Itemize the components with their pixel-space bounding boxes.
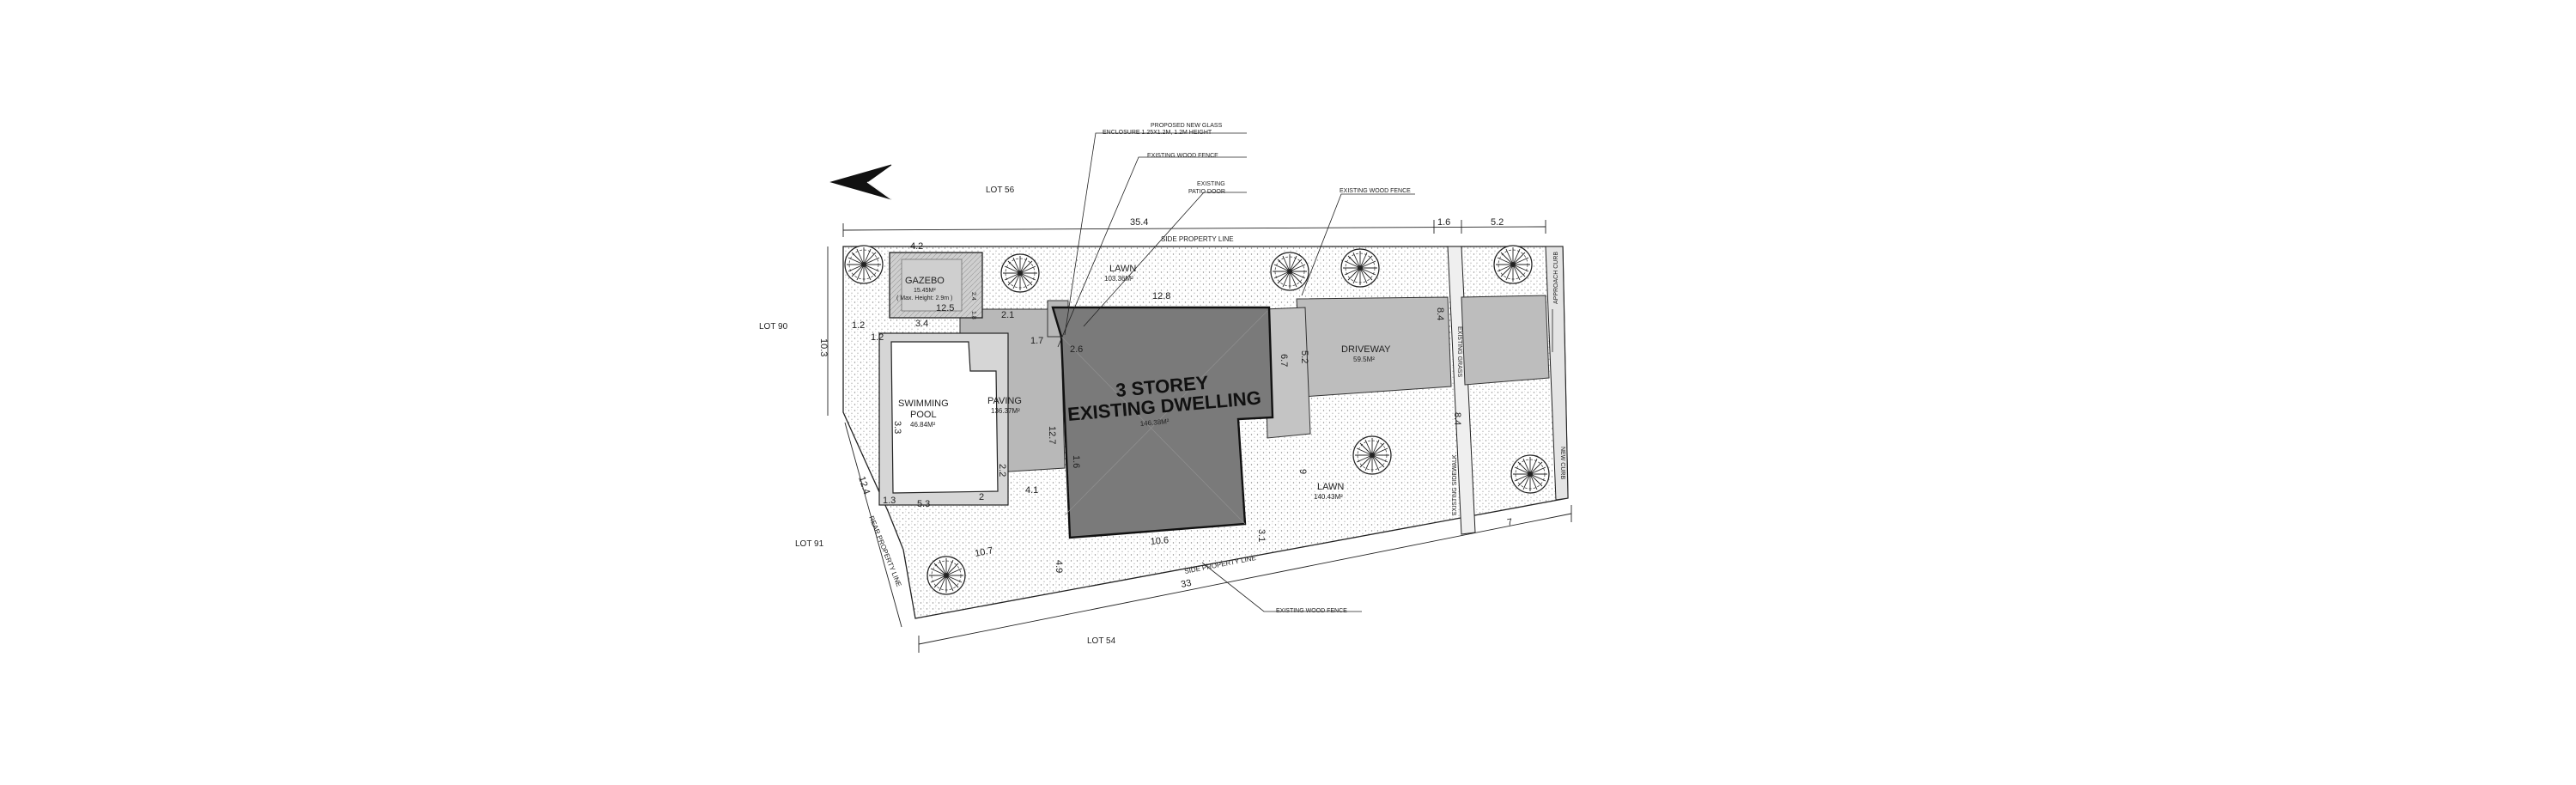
gazebo-inner bbox=[901, 259, 963, 312]
annotation-leaders bbox=[1057, 132, 1553, 612]
approach-curb-strip bbox=[1545, 246, 1569, 501]
pool-area: 46.84M² bbox=[910, 421, 936, 429]
dim-1-3: 1.3 bbox=[883, 496, 896, 506]
tree-icon bbox=[1352, 435, 1392, 475]
dimension-bottom bbox=[918, 505, 1572, 653]
note-approach-curb: APPROACH CURB bbox=[1553, 252, 1559, 304]
dwelling-area: 146.38M² bbox=[1139, 417, 1170, 428]
lawn-bottom-name: LAWN bbox=[1317, 482, 1344, 492]
note-glass-enclosure-2: ENCLOSURE 1.25X1.2M, 1.2M HEIGHT bbox=[1103, 130, 1212, 136]
dim-gazebo-w: 4.2 bbox=[910, 241, 923, 252]
paving-name: PAVING bbox=[987, 396, 1022, 406]
lot-label-bottom: LOT 54 bbox=[1087, 636, 1116, 646]
dim-5-2: 5.2 bbox=[1299, 350, 1309, 363]
dim-3-3: 3.3 bbox=[892, 421, 902, 434]
driveway-area: 59.5M² bbox=[1353, 356, 1375, 363]
dim-top-2: 5.2 bbox=[1491, 217, 1504, 228]
dim-1-6b: 1.6 bbox=[1071, 455, 1081, 468]
side-property-line-top: SIDE PROPERTY LINE bbox=[1161, 235, 1234, 243]
dim-10-6: 10.6 bbox=[1150, 535, 1169, 547]
tree-icon bbox=[1510, 454, 1550, 494]
dim-top-length: 35.4 bbox=[1130, 217, 1148, 228]
tree-icon bbox=[844, 245, 884, 284]
dim-top-1: 1.6 bbox=[1437, 217, 1450, 228]
dim-gz-a: 2.4 bbox=[970, 292, 976, 301]
tree-icon bbox=[1000, 253, 1040, 293]
dim-2-2: 2.2 bbox=[997, 464, 1007, 477]
dim-2: 2 bbox=[979, 492, 984, 502]
lot-label-left-lower: LOT 91 bbox=[795, 539, 824, 549]
lawn-top-area: 103.36M² bbox=[1104, 275, 1133, 283]
dim-9: 9 bbox=[1297, 469, 1308, 474]
dim-gazebo-d: 12.5 bbox=[936, 303, 954, 313]
dim-8-4-a: 8.4 bbox=[1435, 307, 1445, 320]
dim-6-7: 6.7 bbox=[1279, 354, 1289, 367]
dimension-top bbox=[842, 220, 1546, 237]
tree-icon bbox=[1493, 245, 1533, 284]
dim-bottom-7: 7 bbox=[1506, 517, 1513, 528]
dim-3-1: 3.1 bbox=[1256, 529, 1267, 542]
note-wood-fence-2: EXISTING WOOD FENCE bbox=[1340, 188, 1411, 194]
dim-left-12: 12.4 bbox=[856, 475, 872, 496]
dim-left-1: 1.2 bbox=[852, 320, 865, 331]
tree-icon bbox=[1270, 252, 1309, 291]
dim-2-1: 2.1 bbox=[1001, 310, 1014, 320]
dim-gazebo-s: 3.4 bbox=[915, 319, 928, 329]
gazebo-area: 15.45M² bbox=[914, 288, 936, 294]
dim-5-3: 5.3 bbox=[917, 499, 930, 509]
lawn-top-name: LAWN bbox=[1109, 264, 1136, 274]
north-arrow-icon bbox=[829, 164, 892, 200]
tree-icon bbox=[1340, 248, 1380, 288]
note-wood-fence-1: EXISTING WOOD FENCE bbox=[1147, 153, 1218, 159]
tree-icon bbox=[927, 556, 966, 595]
dim-left-2: 1.2 bbox=[871, 332, 884, 343]
note-sidewalk: EXISTING SIDEWALK bbox=[1452, 454, 1458, 515]
dim-2-6: 2.6 bbox=[1070, 344, 1083, 355]
dim-10-7: 10.7 bbox=[974, 545, 993, 559]
lot-label-left-upper: LOT 90 bbox=[759, 322, 788, 332]
dim-gz-b: 1.8 bbox=[970, 311, 976, 319]
paving-area: 136.37M² bbox=[991, 407, 1020, 415]
dim-8-4-b: 8.4 bbox=[1452, 412, 1462, 425]
note-patio-2: PATIO DOOR bbox=[1188, 189, 1225, 195]
lot-label-top: LOT 56 bbox=[986, 186, 1015, 195]
dim-bottom-33: 33 bbox=[1180, 578, 1192, 590]
pool-name-1: SWIMMING bbox=[898, 399, 949, 409]
dim-left-10: 10.3 bbox=[818, 338, 829, 356]
note-patio-1: EXISTING bbox=[1197, 181, 1225, 187]
dwelling bbox=[1051, 306, 1274, 539]
swimming-pool bbox=[890, 341, 999, 494]
dim-1-7: 1.7 bbox=[1030, 336, 1043, 346]
note-wood-fence-3: EXISTING WOOD FENCE bbox=[1276, 608, 1347, 614]
dim-4-1: 4.1 bbox=[1025, 485, 1038, 496]
dim-4-9: 4.9 bbox=[1054, 560, 1064, 573]
gazebo-note: ( Max. Height: 2.9m ) bbox=[896, 295, 952, 301]
driveway-name: DRIVEWAY bbox=[1341, 344, 1391, 355]
gazebo-name: GAZEBO bbox=[905, 276, 945, 286]
driveway-front bbox=[1461, 295, 1550, 386]
lawn-bottom-area: 140.43M² bbox=[1314, 493, 1343, 501]
note-glass-enclosure-1: PROPOSED NEW GLASS bbox=[1151, 123, 1223, 129]
note-grass-strip: EXISTING GRASS bbox=[1456, 326, 1462, 377]
note-curb-right: NEW CURB bbox=[1559, 447, 1565, 479]
pool-name-2: POOL bbox=[910, 410, 937, 420]
dim-lawn-w: 12.8 bbox=[1152, 291, 1170, 301]
dim-12-7: 12.7 bbox=[1047, 426, 1057, 444]
dimension-left-lower bbox=[844, 422, 902, 628]
